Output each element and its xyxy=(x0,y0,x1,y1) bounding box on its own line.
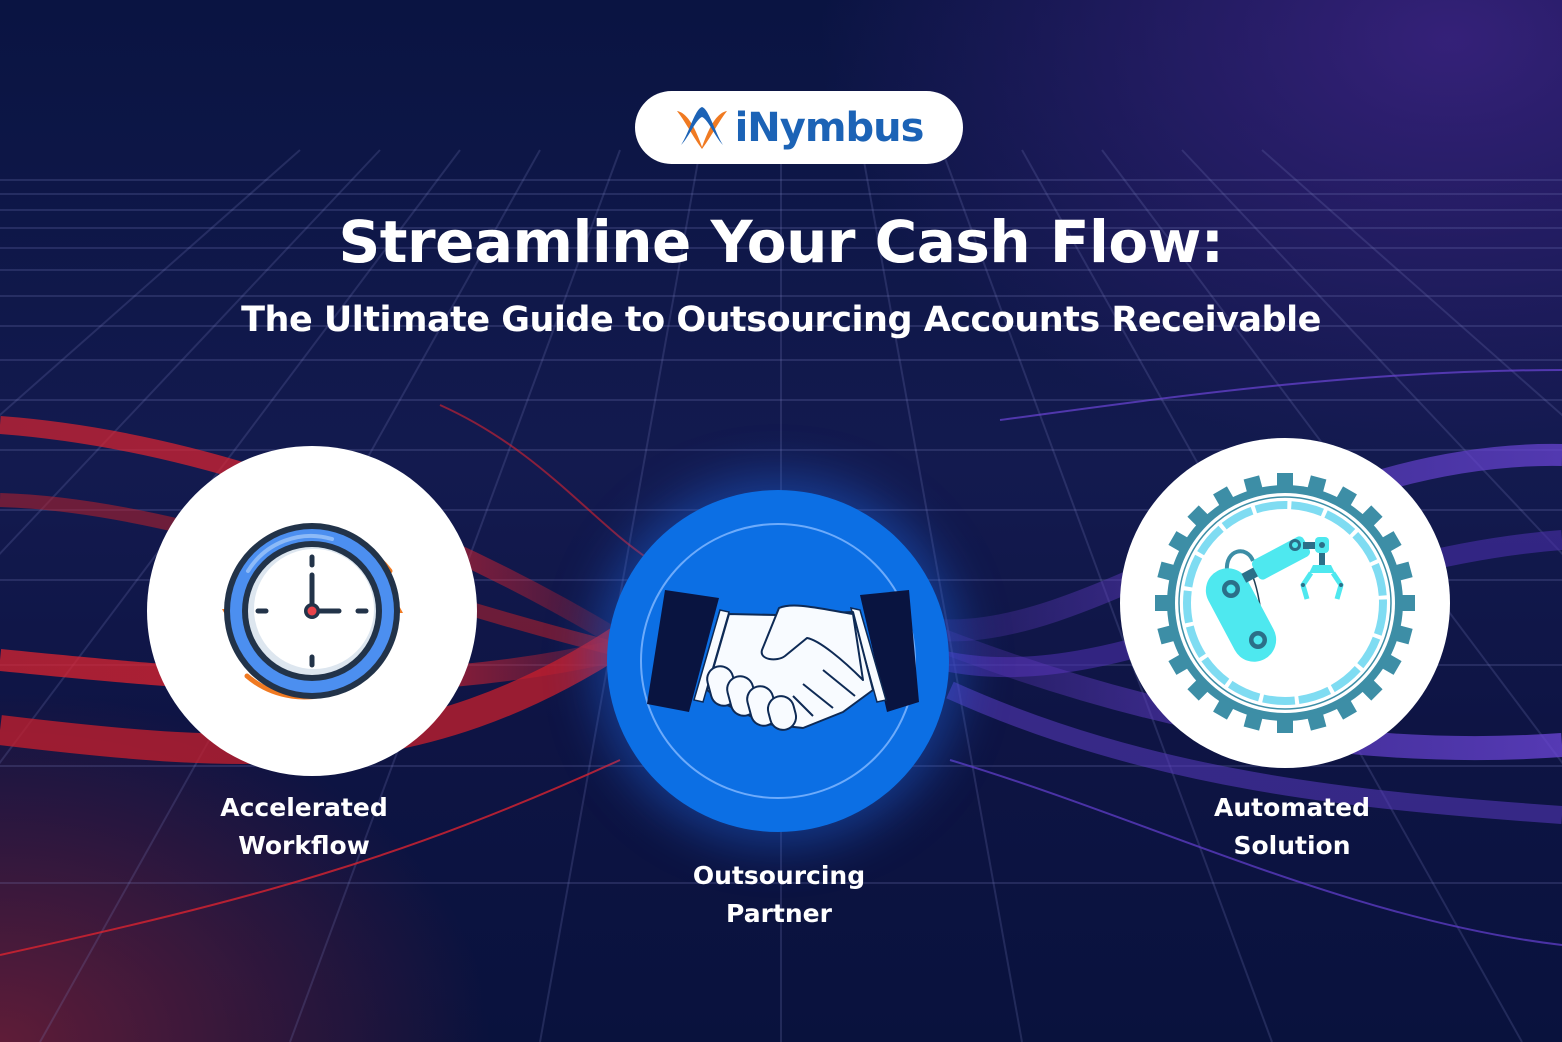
label-line: Automated xyxy=(1214,793,1370,822)
page-title: Streamline Your Cash Flow: xyxy=(338,208,1224,276)
brand-name: iNymbus xyxy=(734,104,925,151)
label-line: Accelerated xyxy=(220,793,388,822)
robotic-arm-gear-icon xyxy=(1155,473,1415,733)
label-line: Outsourcing xyxy=(692,861,866,890)
label-line: Partner xyxy=(726,899,832,928)
feature-automated-solution xyxy=(1120,438,1450,768)
label-line: Workflow xyxy=(238,831,370,860)
clock-refresh-icon xyxy=(222,523,403,700)
label-line: Solution xyxy=(1233,831,1351,860)
handshake-icon xyxy=(640,523,919,799)
feature-accelerated-workflow xyxy=(147,446,477,776)
feature-label-outsourcing-partner: Outsourcing Partner xyxy=(629,857,929,933)
brand-logo: iNymbus xyxy=(635,91,963,164)
page-subtitle: The Ultimate Guide to Outsourcing Accoun… xyxy=(241,300,1321,340)
feature-outsourcing-partner xyxy=(607,490,949,832)
feature-label-accelerated-workflow: Accelerated Workflow xyxy=(154,789,454,865)
inymbus-logo-mark-icon xyxy=(676,106,727,149)
feature-label-automated-solution: Automated Solution xyxy=(1142,789,1442,865)
